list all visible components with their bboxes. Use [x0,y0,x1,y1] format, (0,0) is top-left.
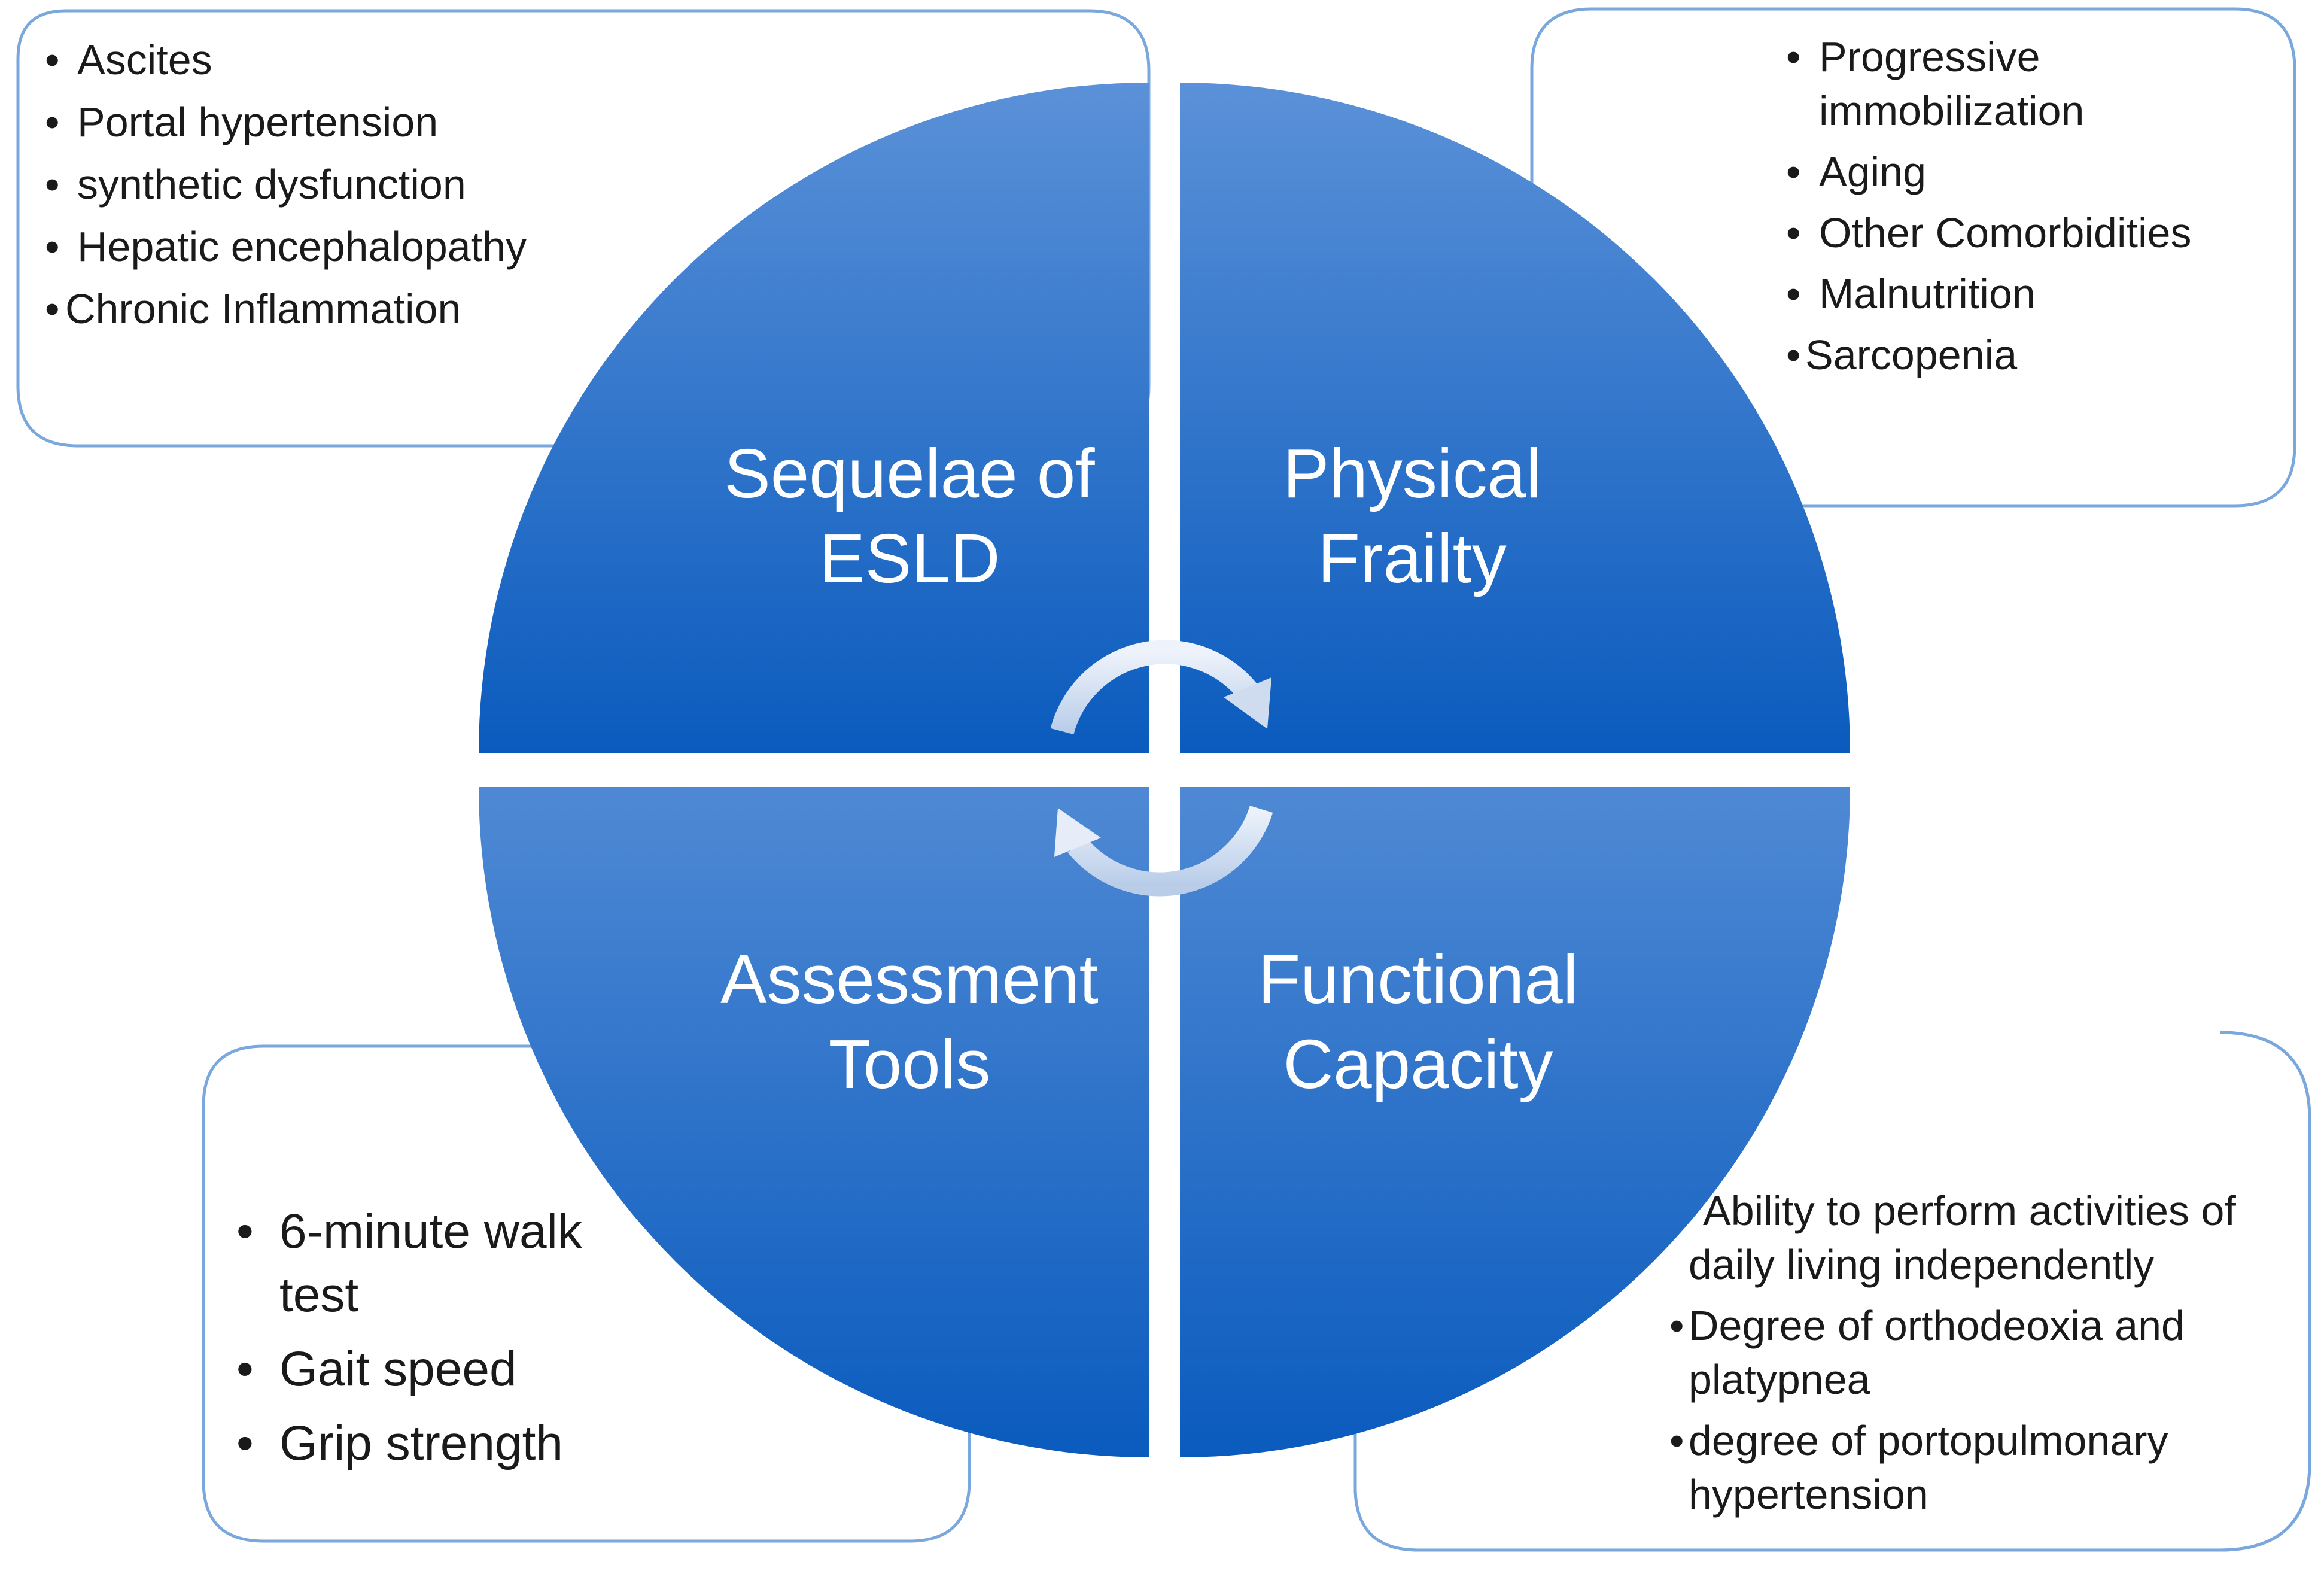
frailty-box: •Progressive immobilization •Aging •Othe… [1786,30,2265,382]
quadrant-bottom-right [1180,787,1850,1457]
quadrant-bottom-left [479,787,1149,1457]
quadrant-label-assessment: Assessment Tools [720,940,1099,1103]
assessment-list: •6-minute walk test •Gait speed •Grip st… [236,1200,655,1475]
list-item: •Chronic Inflammation [45,285,461,332]
list-item: •Progressive immobilization [1786,34,2085,134]
list-item: •6-minute walk test [236,1204,582,1322]
list-item: •Other Comorbidities [1786,209,2192,256]
quadrant-label-sequelae: Sequelae of ESLD [724,434,1095,597]
quadrant-label-frailty: Physical Frailty [1283,434,1541,597]
sequelae-box: •Ascites •Portal hypertension •synthetic… [45,29,643,340]
quadrant-top-left [479,83,1149,753]
functional-box: Ability to perform activities of daily l… [1669,1184,2262,1521]
list-item: •Ascites [45,37,212,83]
list-item: •synthetic dysfunction [45,161,466,208]
sequelae-list: •Ascites •Portal hypertension •synthetic… [45,29,643,340]
list-item: •Degree of orthodeoxia and platypnea [1669,1302,2185,1403]
list-item: •Grip strength [236,1416,563,1470]
functional-box-border [1353,1031,2311,1552]
quadrant-label-functional: Functional Capacity [1258,940,1578,1103]
list-item: •Malnutrition [1786,271,2036,317]
functional-intro: Ability to perform activities of daily l… [1689,1187,2236,1288]
circular-arrows-icon [1050,640,1273,897]
list-item: •Sarcopenia [1786,332,2018,378]
list-item: •Portal hypertension [45,99,439,145]
list-item: •degree of portopulmonary hypertension [1669,1417,2168,1518]
frailty-list: •Progressive immobilization •Aging •Othe… [1786,30,2265,382]
list-item: •Gait speed [236,1342,517,1396]
assessment-box: •6-minute walk test •Gait speed •Grip st… [236,1200,655,1475]
functional-list: •Degree of orthodeoxia and platypnea •de… [1669,1299,2262,1521]
quadrant-top-right [1180,83,1850,753]
list-item: •Hepatic encephalopathy [45,223,527,270]
list-item: •Aging [1786,148,1927,195]
